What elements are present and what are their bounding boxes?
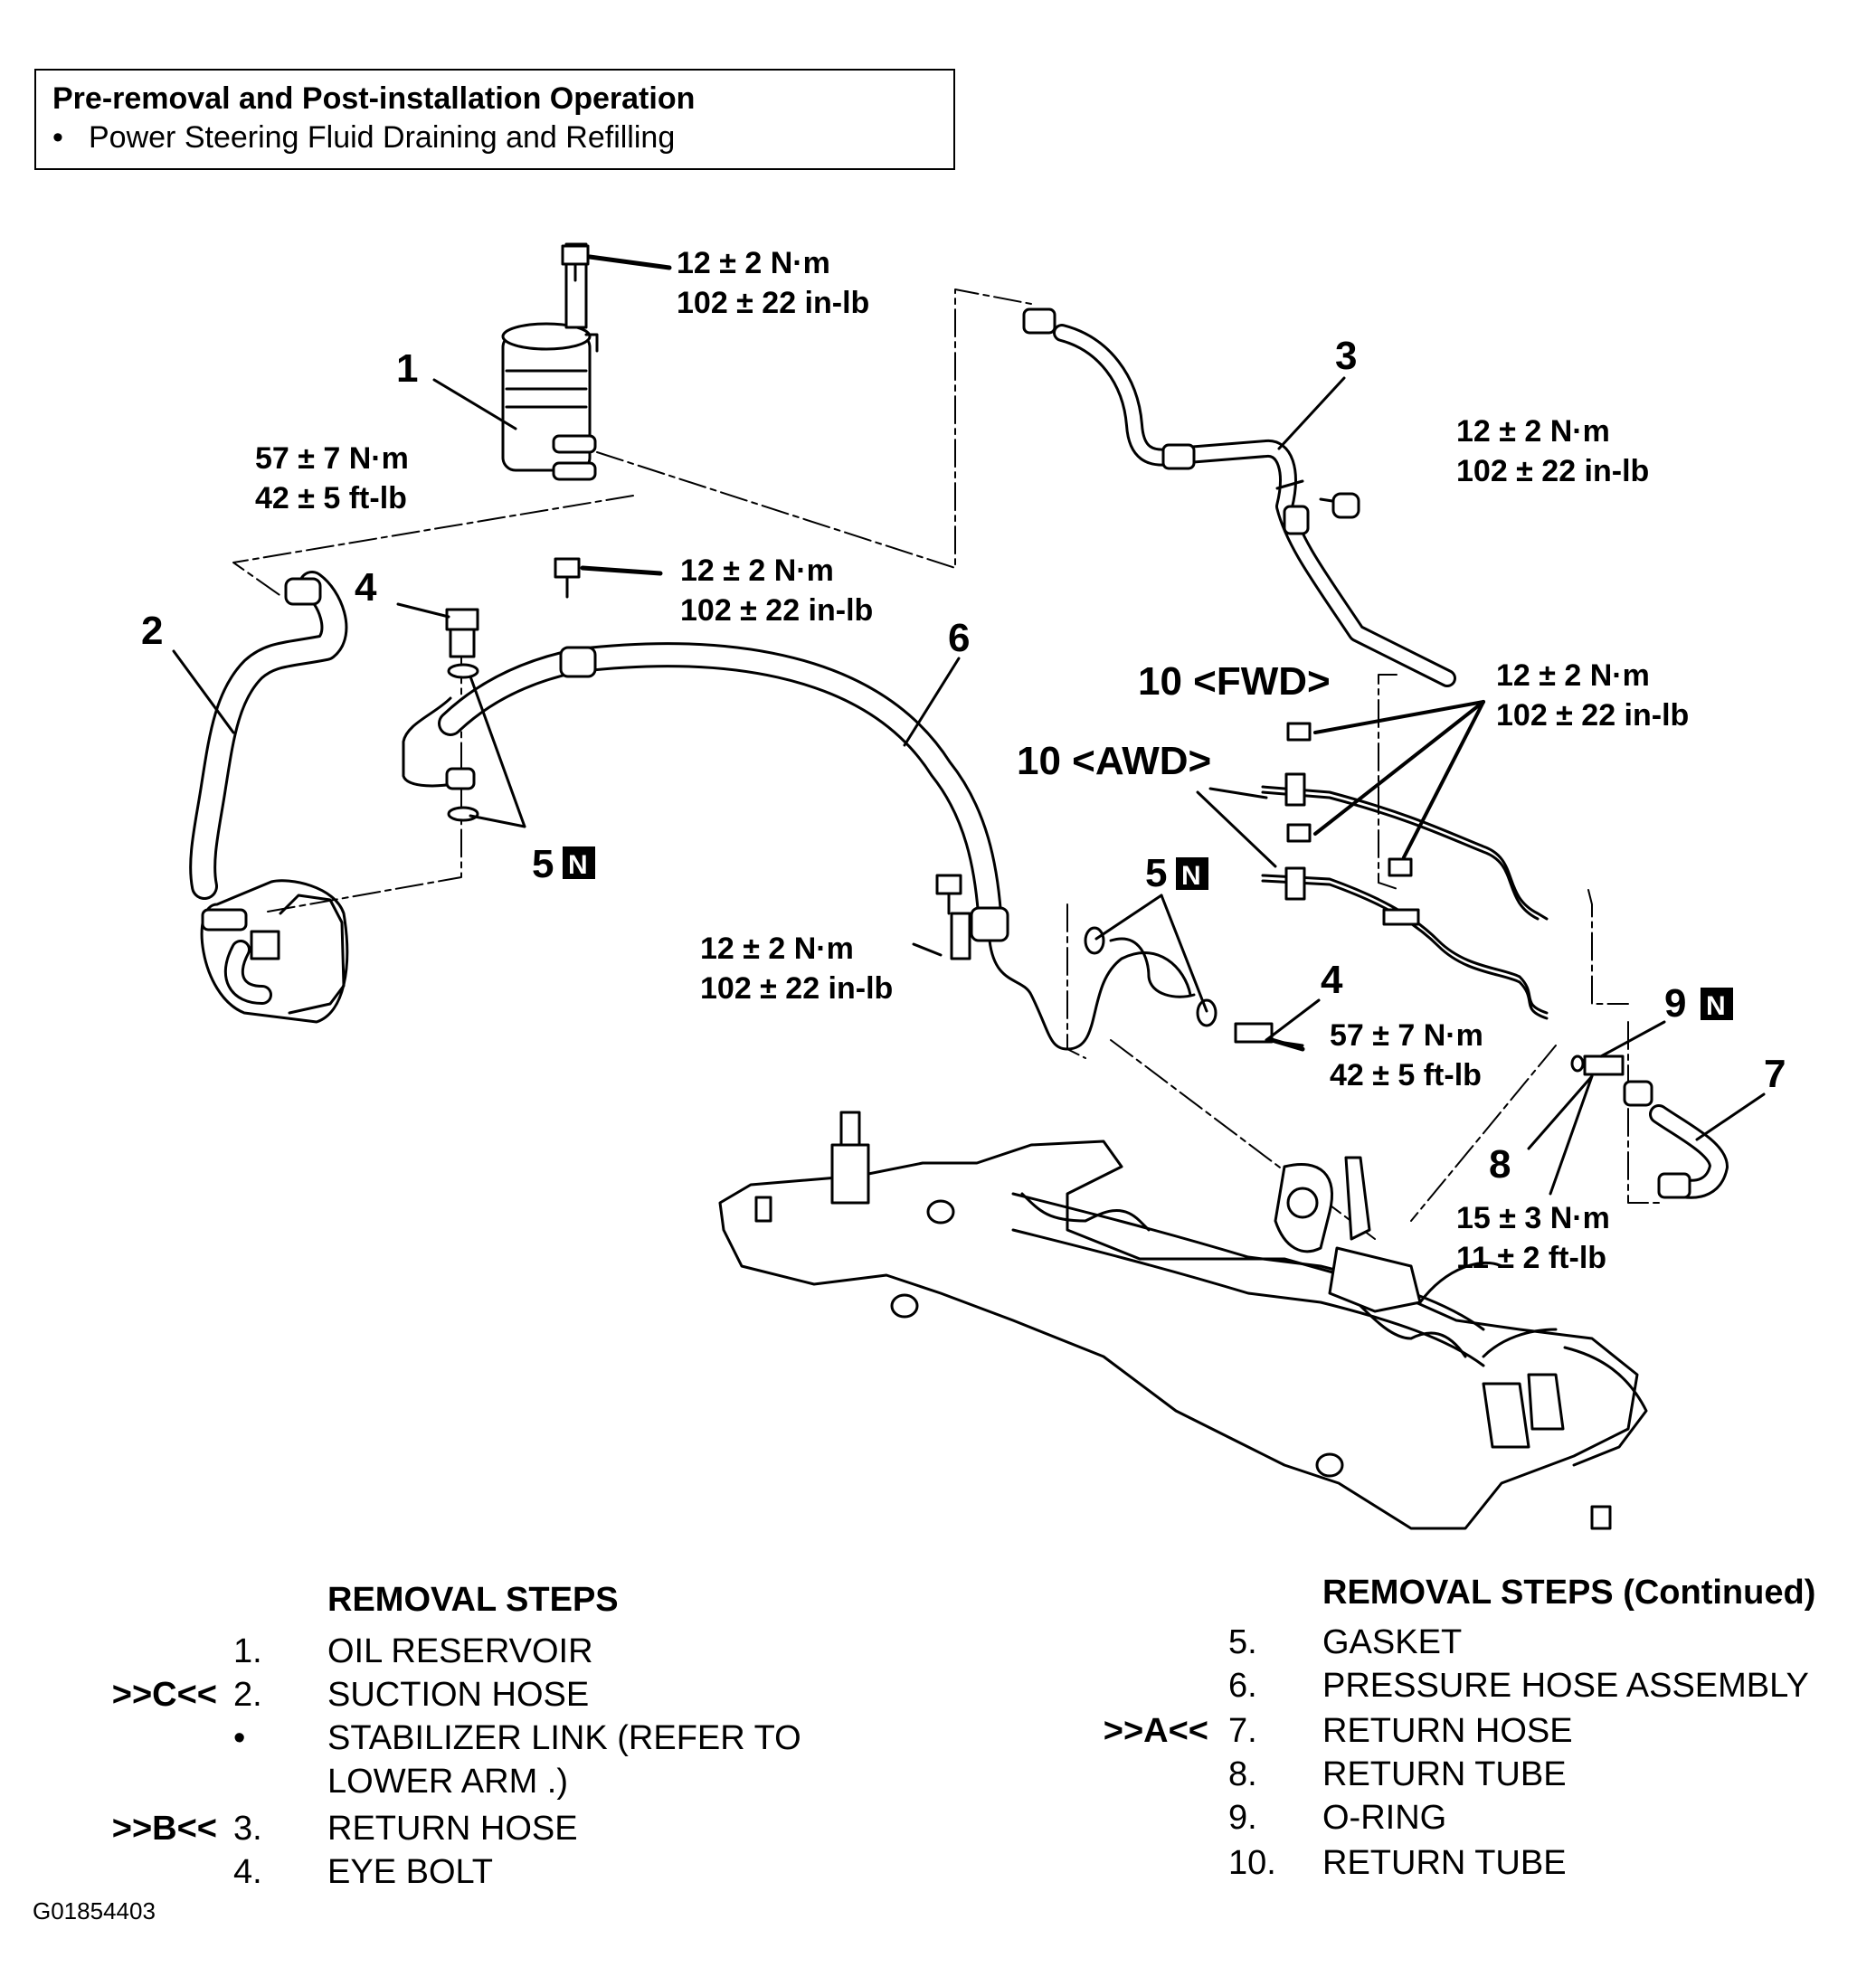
callout-7: 7	[1764, 1052, 1786, 1096]
callout-5-right: 5	[1145, 851, 1167, 895]
callout-8: 8	[1489, 1142, 1511, 1187]
torque-eyebolt-left-nm: 57 ± 7 N·m	[255, 441, 409, 476]
bullet: •	[52, 120, 63, 155]
reservoir-bolt	[561, 244, 672, 282]
return-tube-fitting	[1570, 1054, 1653, 1107]
return-tube-bolts	[1286, 700, 1485, 877]
removal-steps-heading: REMOVAL STEPS	[327, 1581, 619, 1619]
pre-removal-item-text: Power Steering Fluid Draining and Refill…	[89, 120, 676, 155]
callout-5-left: 5	[532, 842, 554, 886]
torque-eyebolt-right-nm: 57 ± 7 N·m	[1330, 1018, 1483, 1053]
callout-6: 6	[948, 616, 970, 660]
clamp-bolt	[935, 874, 962, 915]
torque-fitting-nm: 15 ± 3 N·m	[1456, 1201, 1610, 1235]
callout-3: 3	[1335, 334, 1357, 378]
torque-return-hose-inlb: 102 ± 22 in-lb	[1456, 454, 1649, 488]
removal-steps-cont-heading: REMOVAL STEPS (Continued)	[1322, 1574, 1816, 1612]
pressure-hose-part	[438, 642, 1192, 1051]
torque-clamp-inlb: 102 ± 22 in-lb	[700, 971, 893, 1006]
torque-fitting-ftlb: 11 ± 2 ft-lb	[1456, 1241, 1606, 1275]
return-tube-part	[1261, 772, 1549, 1020]
torque-eyebolt-right-ftlb: 42 ± 5 ft-lb	[1330, 1058, 1482, 1092]
pump-part	[200, 879, 349, 1024]
callout-9: 9	[1664, 981, 1686, 1026]
torque-return-tube-inlb: 102 ± 22 in-lb	[1496, 698, 1689, 733]
callout-4-left: 4	[355, 565, 377, 610]
torque-eyebolt-left-ftlb: 42 ± 5 ft-lb	[255, 481, 407, 515]
power-steering-diagram: 12 ± 2 N·m 102 ± 22 in-lb 57 ± 7 N·m 42 …	[141, 242, 1786, 1530]
callout-4-right: 4	[1321, 958, 1343, 1002]
new-part-mark-right-letter: N	[1181, 861, 1201, 891]
torque-clamp-nm: 12 ± 2 N·m	[700, 932, 854, 966]
torque-reservoir-inlb: 102 ± 22 in-lb	[677, 286, 869, 320]
new-part-mark-oring-letter: N	[1706, 991, 1726, 1021]
pre-removal-item: • Power Steering Fluid Draining and Refil…	[52, 118, 937, 157]
suction-hose-part	[189, 571, 348, 900]
torque-return-hose-nm: 12 ± 2 N·m	[1456, 414, 1610, 449]
pressure-hose-bolt	[554, 557, 663, 599]
callout-1: 1	[396, 346, 418, 391]
new-part-mark-left	[563, 846, 595, 879]
callout-2: 2	[141, 609, 163, 653]
torque-pressure-bolt-inlb: 102 ± 22 in-lb	[680, 593, 873, 628]
new-part-mark-left-letter: N	[568, 850, 588, 880]
callout-10-awd: 10 <AWD>	[1017, 739, 1211, 783]
steering-gear-crossmember	[718, 1111, 1648, 1530]
pre-removal-title: Pre-removal and Post-installation Operat…	[52, 81, 696, 116]
return-hose-part	[1022, 307, 1456, 687]
figure-code: G01854403	[33, 1897, 156, 1925]
pre-removal-box: Pre-removal and Post-installation Operat…	[34, 69, 955, 170]
torque-reservoir-nm: 12 ± 2 N·m	[677, 246, 830, 280]
oil-reservoir-part	[501, 242, 599, 481]
new-part-mark-right	[1176, 857, 1208, 890]
new-part-mark-oring	[1701, 988, 1733, 1020]
return-hose-seven	[1649, 1104, 1729, 1199]
eye-bolt-right	[1084, 926, 1305, 1052]
callout-10-fwd: 10 <FWD>	[1138, 659, 1331, 704]
torque-return-tube-nm: 12 ± 2 N·m	[1496, 658, 1650, 693]
torque-pressure-bolt-nm: 12 ± 2 N·m	[680, 553, 834, 588]
